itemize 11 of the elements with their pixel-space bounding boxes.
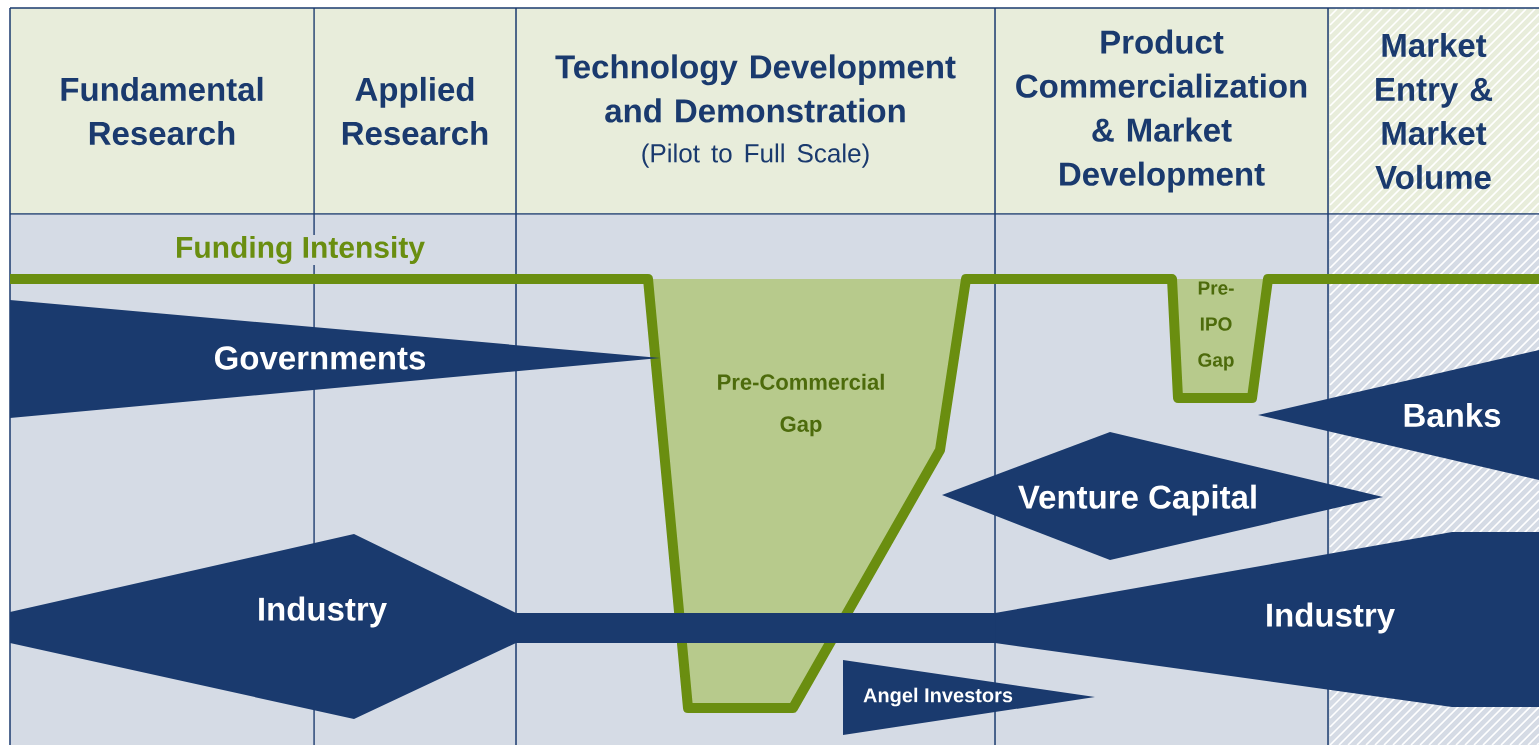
column-header: Technology Development and Demonstration (Pilot to Full Scale) (555, 54, 956, 168)
column-header: Market Entry & Market Volume (1375, 32, 1493, 190)
funding-source-band: Angel Investors (843, 660, 1095, 735)
funding-source-band: Governments (10, 300, 660, 418)
axis-label: Funding Intensity (174, 234, 426, 266)
column-header: Fundamental Research (61, 76, 263, 146)
column-header: Product Commercialization & Market Development (1016, 29, 1307, 193)
funding-source-band: Venture Capital (942, 432, 1383, 560)
funding-source-band: Banks (1258, 350, 1539, 480)
column-header: Applied Research (342, 76, 488, 146)
funding-gap: Pre-IPO Gap (1172, 279, 1268, 398)
